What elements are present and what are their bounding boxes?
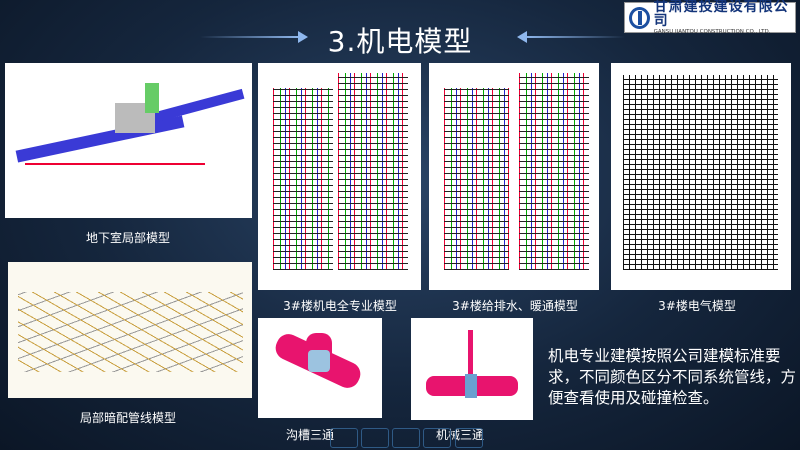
basement-model-image bbox=[5, 63, 252, 218]
mechanical-tee-image bbox=[411, 318, 533, 420]
concealed-conduit-image bbox=[8, 262, 252, 398]
right-arrow-decoration bbox=[517, 31, 625, 43]
plumbing-hvac-image bbox=[429, 63, 599, 290]
caption-electrical: 3#楼电气模型 bbox=[658, 299, 736, 313]
page-title: 3.机电模型 bbox=[327, 25, 473, 58]
logo-icon bbox=[629, 6, 650, 29]
decor-box bbox=[330, 428, 358, 448]
decor-box bbox=[361, 428, 389, 448]
caption-basement: 地下室局部模型 bbox=[85, 231, 170, 245]
grooved-tee-image bbox=[258, 318, 382, 418]
caption-concealed-conduit: 局部暗配管线模型 bbox=[79, 411, 176, 425]
decor-box bbox=[392, 428, 420, 448]
logo-en: GANSU JIANTOU CONSTRUCTION CO., LTD. bbox=[653, 28, 771, 35]
left-arrow-decoration bbox=[200, 31, 308, 43]
decor-box bbox=[455, 428, 483, 448]
company-logo: 甘肃建投建设有限公司 GANSU JIANTOU CONSTRUCTION CO… bbox=[624, 0, 796, 35]
decor-box bbox=[423, 428, 451, 448]
caption-mechanical-tee: 机械三通 bbox=[435, 428, 484, 442]
electrical-model-image bbox=[611, 63, 791, 290]
caption-plumbing-hvac: 3#楼给排水、暖通模型 bbox=[452, 299, 578, 313]
caption-grooved-tee: 沟槽三通 bbox=[285, 428, 334, 442]
caption-full-mep: 3#楼机电全专业模型 bbox=[283, 299, 397, 313]
logo-cn: 甘肃建投建设有限公司 bbox=[653, 0, 789, 29]
building-full-mep-image bbox=[258, 63, 421, 290]
description-text: 机电专业建模按照公司建模标准要求，不同颜色区分不同系统管线，方便查看使用及碰撞检… bbox=[548, 347, 797, 407]
